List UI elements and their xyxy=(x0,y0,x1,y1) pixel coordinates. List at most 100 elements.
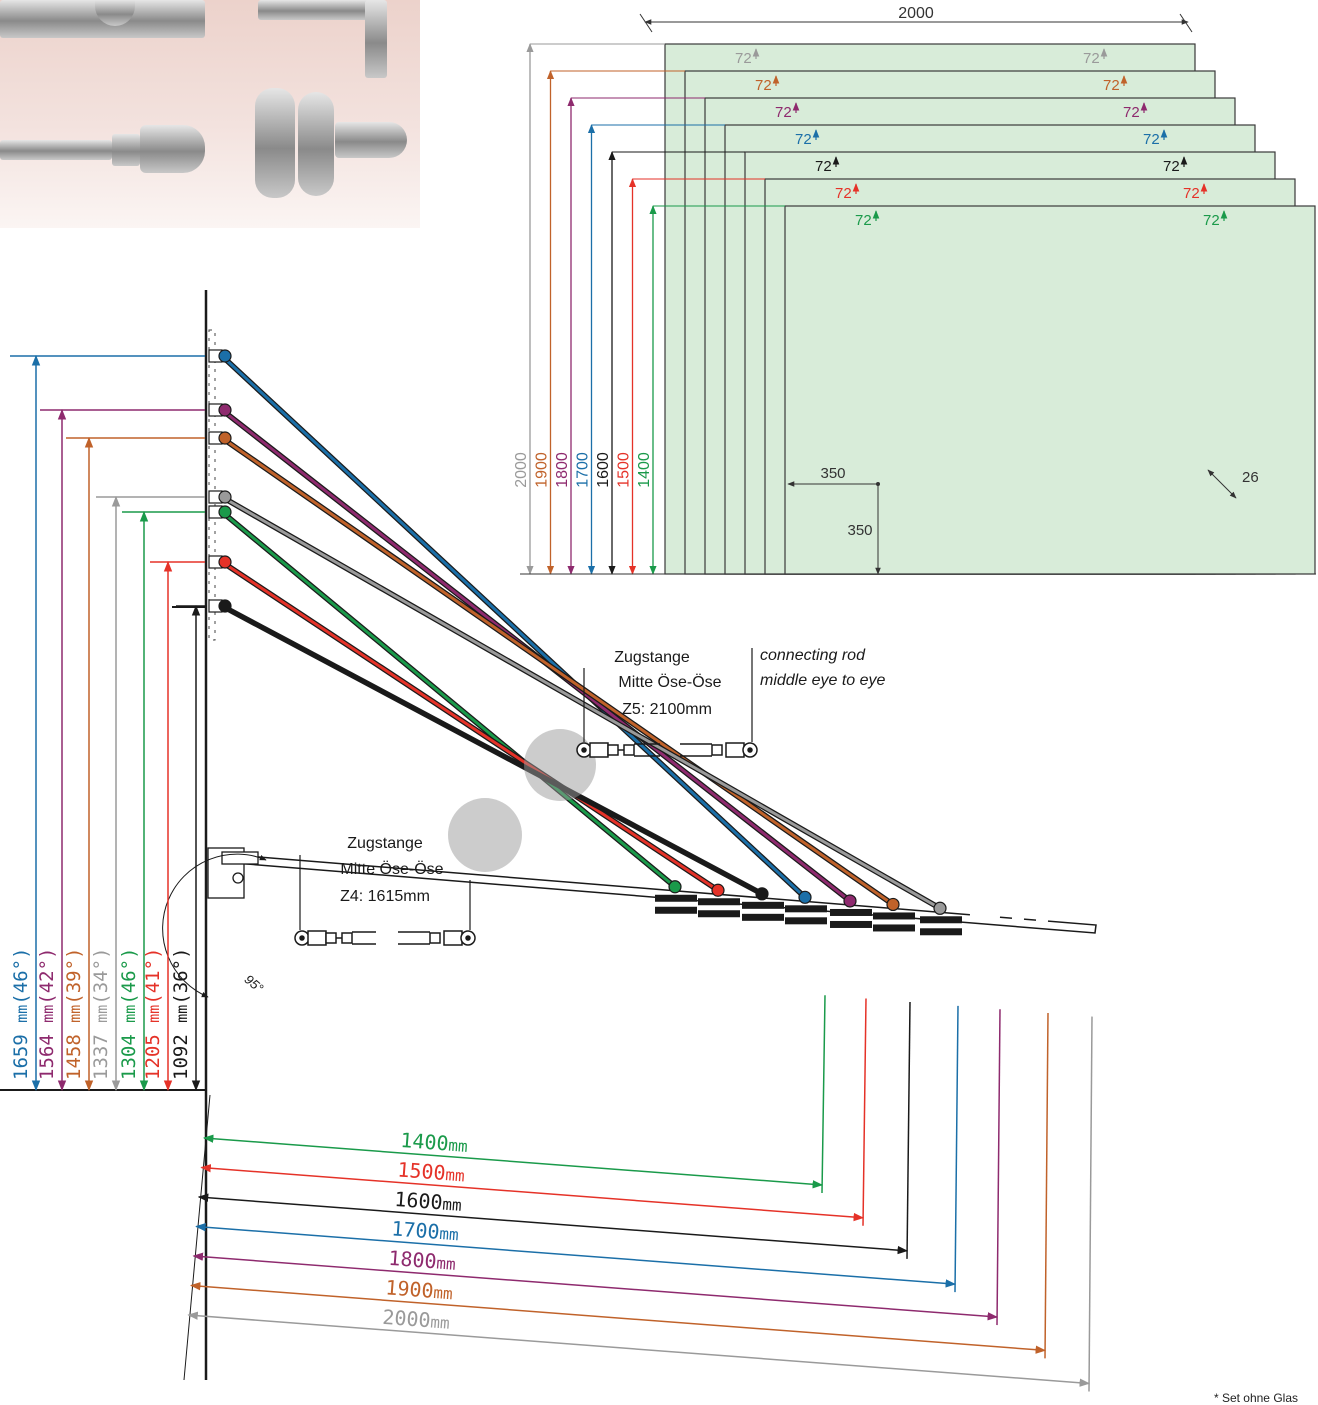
beam-clamp xyxy=(655,894,697,902)
edge-offset-label: 72 xyxy=(855,212,872,229)
eye-part xyxy=(335,122,407,158)
height-value: 1337 xyxy=(90,1023,112,1080)
rod-black xyxy=(221,604,763,896)
bottom-eye xyxy=(798,890,812,904)
top-eye xyxy=(218,431,232,445)
height-label-1564: 1564 mm(42°) xyxy=(36,948,58,1080)
hole-diameter-label: 26 xyxy=(1242,469,1259,486)
height-value: 1458 xyxy=(63,1023,85,1080)
top-eye xyxy=(218,505,232,519)
edge-offset-label: 72 xyxy=(1103,77,1120,94)
depth-line-1800 xyxy=(192,1252,999,1321)
beam-clamp xyxy=(698,898,740,906)
footnote: * Set ohne Glas xyxy=(1213,1391,1298,1405)
hole-position-dimensions: 350 350 26 xyxy=(787,465,1259,575)
angle-label: 95° xyxy=(242,972,267,996)
beam-clamp xyxy=(873,912,915,920)
height-label-1458: 1458 mm(39°) xyxy=(63,948,85,1080)
depth-extension-1600 xyxy=(906,1001,911,1259)
hole-x-label: 350 xyxy=(820,465,845,482)
tension-rods xyxy=(208,349,962,936)
depth-dimensions: 1400mm1500mm1600mm1700mm1800mm1900mm2000… xyxy=(187,995,1093,1392)
depth-label-1900: 1900mm xyxy=(385,1275,454,1304)
rod-blue xyxy=(220,354,807,899)
edge-offset-label: 72 xyxy=(755,77,772,94)
z4-rod-callout: Zugstange Mitte Öse-Öse Z4: 1615mm xyxy=(294,835,476,946)
height-unit: mm xyxy=(93,1005,111,1023)
depth-label-1400: 1400mm xyxy=(400,1128,469,1157)
height-angle: (46°) xyxy=(118,948,140,1005)
height-unit: mm xyxy=(13,1005,31,1023)
depth-extension-2000 xyxy=(1088,1016,1093,1392)
z5-length: Z5: 2100mm xyxy=(622,701,712,718)
height-unit: mm xyxy=(39,1005,57,1023)
depth-unit: mm xyxy=(445,1165,466,1185)
height-unit: mm xyxy=(145,1005,163,1023)
hole-y-label: 350 xyxy=(847,522,872,539)
depth-value: 1800 xyxy=(388,1246,438,1274)
disc-part-2 xyxy=(298,92,334,196)
height-angle: (41°) xyxy=(142,948,164,1005)
depth-label-1600: 1600mm xyxy=(394,1187,463,1216)
depth-line-1900 xyxy=(189,1282,1047,1354)
beam-clamp xyxy=(830,908,872,916)
height-value: 1659 xyxy=(10,1023,32,1080)
edge-offset-label: 72 xyxy=(775,104,792,121)
attachment-height-dimensions: 1659 mm(46°)1564 mm(42°)1458 mm(39°)1337… xyxy=(10,354,206,1092)
height-label-1659: 1659 mm(46°) xyxy=(10,948,32,1080)
beam-clamp xyxy=(920,916,962,924)
top-eye xyxy=(218,599,232,613)
top-eye xyxy=(218,555,232,569)
depth-unit: mm xyxy=(436,1253,457,1273)
depth-label-1700: 1700mm xyxy=(391,1216,460,1245)
depth-label-1800: 1800mm xyxy=(388,1246,457,1275)
depth-extension-1900 xyxy=(1044,1013,1049,1359)
z5-title: Zugstange xyxy=(614,649,690,666)
top-eye xyxy=(218,490,232,504)
depth-value: 1900 xyxy=(385,1275,435,1303)
height-value: 1092 xyxy=(170,1023,192,1080)
wall-structure xyxy=(0,290,216,1381)
depth-line-1500 xyxy=(200,1164,865,1222)
top-eye xyxy=(218,349,232,363)
edge-offset-label: 72 xyxy=(1123,104,1140,121)
depth-value: 1500 xyxy=(397,1157,447,1185)
z5-highlight-circle xyxy=(524,729,596,801)
height-label-1205: 1205 mm(41°) xyxy=(142,948,164,1080)
edge-offset-label: 72 xyxy=(835,185,852,202)
panel-height-label-1700: 1700 xyxy=(575,452,592,488)
rod-orange xyxy=(221,436,894,906)
z4-highlight-circle xyxy=(448,798,522,872)
depth-unit: mm xyxy=(439,1224,460,1244)
height-label-1337: 1337 mm(34°) xyxy=(90,948,112,1080)
depth-extension-1700 xyxy=(954,1005,959,1293)
height-label-1092: 1092 mm(36°) xyxy=(170,948,192,1080)
bottom-eye xyxy=(755,887,769,901)
height-value: 1564 xyxy=(36,1023,58,1080)
beam-clamp xyxy=(785,905,827,913)
panel-height-label-1800: 1800 xyxy=(554,452,571,488)
edge-offset-label: 72 xyxy=(1083,50,1100,67)
edge-offset-label: 72 xyxy=(1203,212,1220,229)
edge-offset-label: 72 xyxy=(1183,185,1200,202)
depth-value: 1600 xyxy=(394,1187,444,1215)
edge-offset-label: 72 xyxy=(815,158,832,175)
z5-english-line2: middle eye to eye xyxy=(760,672,886,689)
bottom-eye xyxy=(843,894,857,908)
edge-offset-label: 72 xyxy=(1163,158,1180,175)
rod-red xyxy=(221,560,719,892)
height-unit: mm xyxy=(173,1005,191,1023)
depth-extension-1800 xyxy=(996,1009,1001,1326)
disc-part xyxy=(255,88,295,198)
beam-clamp-lower xyxy=(920,928,962,936)
depth-value: 1400 xyxy=(400,1128,450,1156)
depth-value: 1700 xyxy=(391,1216,441,1244)
bottom-eye xyxy=(886,897,900,912)
panel-height-label-1900: 1900 xyxy=(534,452,551,488)
bottom-eye xyxy=(933,901,947,915)
depth-unit: mm xyxy=(433,1283,454,1303)
beam-clamp-lower xyxy=(830,920,872,928)
panel-height-label-1600: 1600 xyxy=(595,452,612,488)
bottom-eye xyxy=(711,883,725,897)
